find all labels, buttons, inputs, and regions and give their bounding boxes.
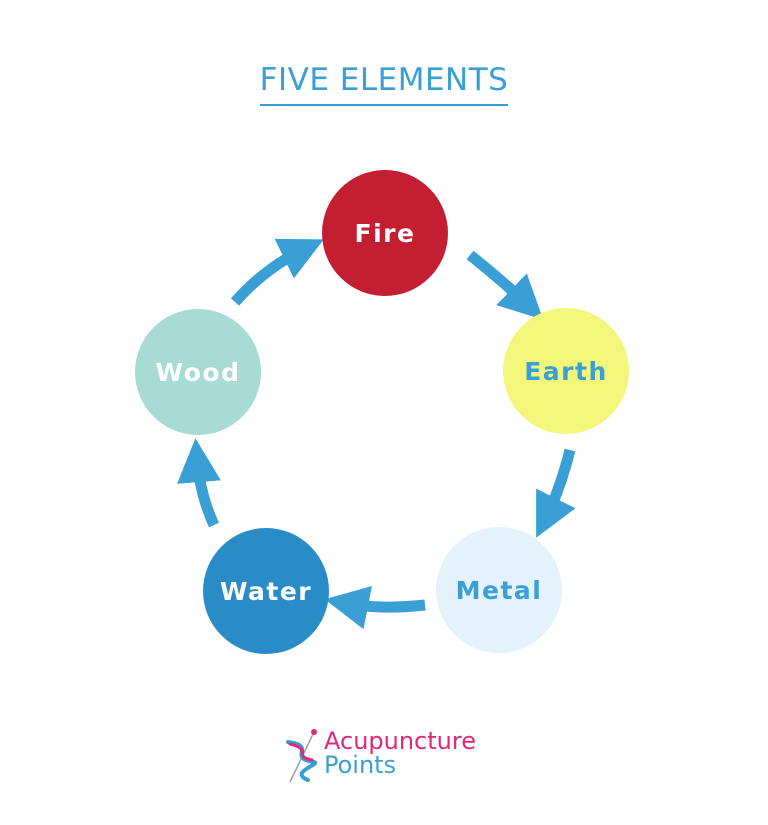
arrow-earth-to-metal — [536, 448, 576, 538]
water-label: Water — [220, 577, 312, 606]
logo-line-2: Points — [324, 751, 397, 779]
title-wrap: FIVE ELEMENTS — [0, 62, 768, 106]
arrow-metal-to-water — [324, 586, 426, 630]
acupuncture-needle-helix-icon — [286, 729, 318, 783]
water-circle — [203, 528, 329, 654]
node-water: Water — [203, 528, 329, 654]
logo-line-1: Acupuncture — [324, 727, 476, 755]
fire-circle — [322, 170, 448, 296]
wood-label: Wood — [156, 358, 241, 387]
metal-label: Metal — [456, 576, 543, 605]
earth-label: Earth — [524, 357, 608, 386]
node-fire: Fire — [322, 170, 448, 296]
arrow-fire-to-earth — [466, 250, 544, 320]
earth-circle — [503, 308, 629, 434]
node-wood: Wood — [135, 309, 261, 435]
node-earth: Earth — [503, 308, 629, 434]
metal-circle — [436, 527, 562, 653]
wood-circle — [135, 309, 261, 435]
arrow-wood-to-fire — [230, 238, 324, 306]
node-metal: Metal — [436, 527, 562, 653]
fire-label: Fire — [355, 219, 416, 248]
page-title: FIVE ELEMENTS — [259, 62, 509, 106]
arrow-water-to-wood — [177, 438, 221, 528]
acupuncture-points-logo: Acupuncture Points — [284, 728, 494, 784]
